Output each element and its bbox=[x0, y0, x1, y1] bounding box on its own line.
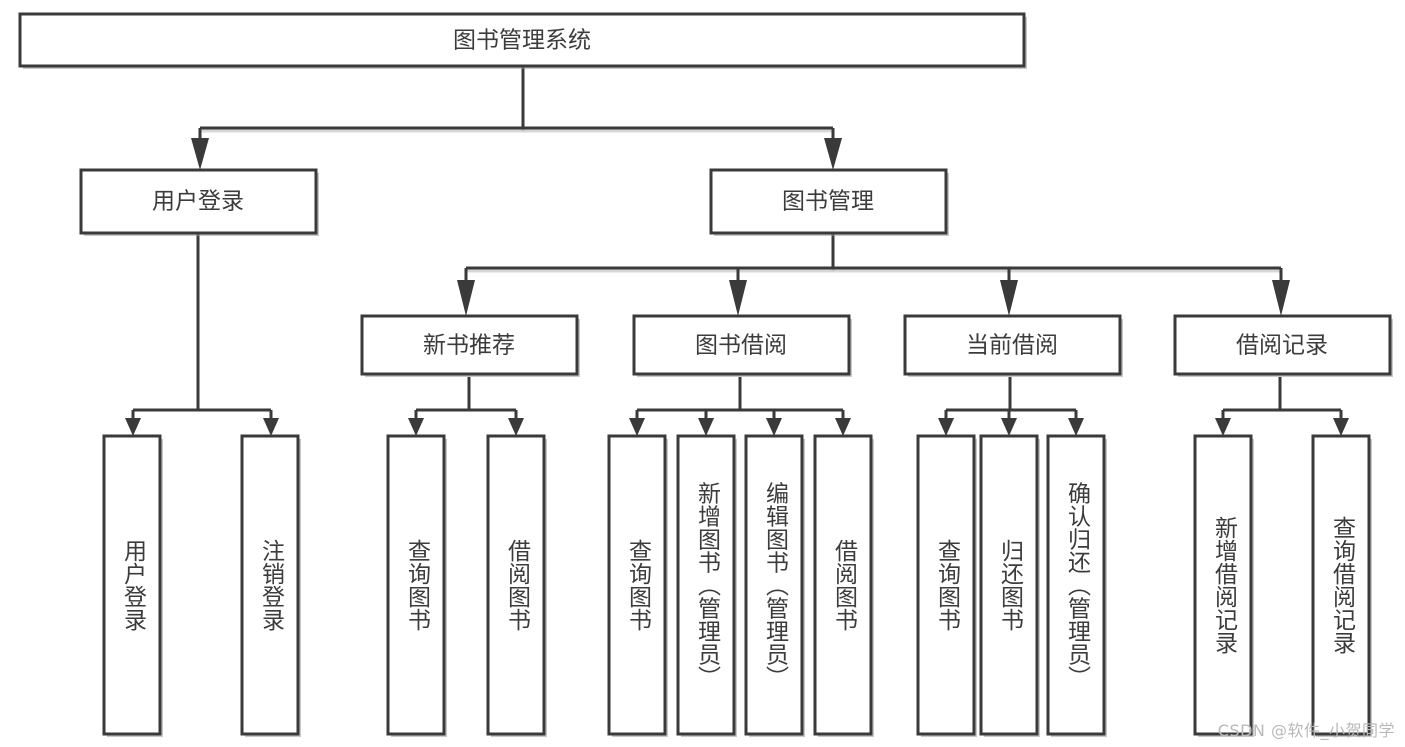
arrow-head-book-management bbox=[824, 138, 842, 170]
node-borrow-record[interactable]: 借阅记录 bbox=[1173, 314, 1393, 377]
arrow-head-leaf-add-book bbox=[698, 418, 714, 436]
node-book-management[interactable]: 图书管理 bbox=[709, 168, 949, 236]
node-new-book-recommend-label: 新书推荐 bbox=[423, 333, 515, 359]
connectors-root-to-level2 bbox=[191, 66, 842, 170]
node-new-book-recommend[interactable]: 新书推荐 bbox=[360, 314, 580, 377]
connectors-currentborrow-to-leaves bbox=[938, 377, 1084, 436]
node-leaf-borrow-book-1[interactable]: 借阅图书 bbox=[486, 434, 547, 737]
node-leaf-logout[interactable]: 注销登录 bbox=[240, 434, 301, 737]
arrow-head-borrow-record bbox=[1272, 280, 1290, 316]
arrow-head-leaf-logout bbox=[263, 418, 279, 436]
node-leaf-query-record-label: 查询借阅记录 bbox=[1329, 516, 1357, 654]
node-borrow-record-label: 借阅记录 bbox=[1236, 333, 1328, 359]
node-leaf-query-record[interactable]: 查询借阅记录 bbox=[1311, 434, 1372, 737]
arrow-head-book-borrow bbox=[729, 280, 747, 316]
node-current-borrow-label: 当前借阅 bbox=[966, 333, 1058, 359]
node-leaf-query-book-2[interactable]: 查询图书 bbox=[607, 434, 668, 737]
connectors-bookborrow-to-leaves bbox=[629, 377, 851, 436]
node-leaf-add-record-label: 新增借阅记录 bbox=[1211, 516, 1239, 654]
node-leaf-confirm-return-label: 确认归还（管理员） bbox=[1064, 482, 1092, 689]
arrow-head-leaf-borrow-book-2 bbox=[835, 418, 851, 436]
arrow-head-leaf-return-book bbox=[1001, 418, 1017, 436]
node-book-borrow-label: 图书借阅 bbox=[695, 333, 787, 359]
node-leaf-add-book-label: 新增图书（管理员） bbox=[694, 482, 722, 689]
node-leaf-user-login-label: 用户登录 bbox=[120, 539, 148, 631]
node-root[interactable]: 图书管理系统 bbox=[18, 12, 1027, 69]
node-leaf-logout-label: 注销登录 bbox=[258, 539, 286, 631]
node-leaf-edit-book[interactable]: 编辑图书（管理员） bbox=[744, 434, 805, 737]
node-leaf-add-book[interactable]: 新增图书（管理员） bbox=[676, 434, 737, 737]
connectors-borrowrecord-to-leaves bbox=[1215, 377, 1349, 436]
watermark-text: CSDN @软件_小贺同学 bbox=[1217, 721, 1395, 740]
node-leaf-return-book-label: 归还图书 bbox=[997, 539, 1025, 631]
node-book-borrow[interactable]: 图书借阅 bbox=[632, 314, 852, 377]
connectors-newbook-to-leaves bbox=[408, 377, 524, 436]
node-leaf-query-book-3[interactable]: 查询图书 bbox=[916, 434, 977, 737]
arrow-head-leaf-edit-book bbox=[766, 418, 782, 436]
arrow-head-leaf-query-book-2 bbox=[629, 418, 645, 436]
node-leaf-edit-book-label: 编辑图书（管理员） bbox=[762, 482, 790, 689]
arrow-head-leaf-user-login bbox=[125, 418, 141, 436]
arrow-head-leaf-query-record bbox=[1333, 418, 1349, 436]
arrow-head-leaf-query-book-3 bbox=[938, 418, 954, 436]
node-book-management-label: 图书管理 bbox=[782, 189, 874, 215]
node-leaf-confirm-return[interactable]: 确认归还（管理员） bbox=[1046, 434, 1107, 737]
arrow-head-leaf-add-record bbox=[1215, 418, 1231, 436]
node-leaf-borrow-book-2-label: 借阅图书 bbox=[831, 539, 859, 631]
node-leaf-return-book[interactable]: 归还图书 bbox=[979, 434, 1040, 737]
arrow-head-new-book bbox=[457, 280, 475, 316]
connectors-userlogin-to-leaves bbox=[125, 233, 279, 436]
node-leaf-query-book-2-label: 查询图书 bbox=[625, 539, 653, 631]
node-user-login[interactable]: 用户登录 bbox=[79, 168, 319, 236]
node-current-borrow[interactable]: 当前借阅 bbox=[903, 314, 1123, 377]
arrow-head-user-login bbox=[191, 138, 209, 170]
node-leaf-query-book-1-label: 查询图书 bbox=[404, 539, 432, 631]
node-leaf-add-record[interactable]: 新增借阅记录 bbox=[1193, 434, 1254, 737]
node-leaf-borrow-book-1-label: 借阅图书 bbox=[504, 539, 532, 631]
node-leaf-query-book-3-label: 查询图书 bbox=[934, 539, 962, 631]
node-leaf-query-book-1[interactable]: 查询图书 bbox=[386, 434, 447, 737]
arrow-head-leaf-confirm-return bbox=[1068, 418, 1084, 436]
node-user-login-label: 用户登录 bbox=[152, 189, 244, 215]
node-leaf-borrow-book-2[interactable]: 借阅图书 bbox=[813, 434, 874, 737]
connectors-bookmgmt-to-level3 bbox=[457, 233, 1290, 316]
arrow-head-current-borrow bbox=[1000, 280, 1018, 316]
node-root-label: 图书管理系统 bbox=[453, 28, 591, 54]
arrow-head-leaf-query-book-1 bbox=[408, 418, 424, 436]
arrow-head-leaf-borrow-book-1 bbox=[508, 418, 524, 436]
node-leaf-user-login[interactable]: 用户登录 bbox=[102, 434, 163, 737]
